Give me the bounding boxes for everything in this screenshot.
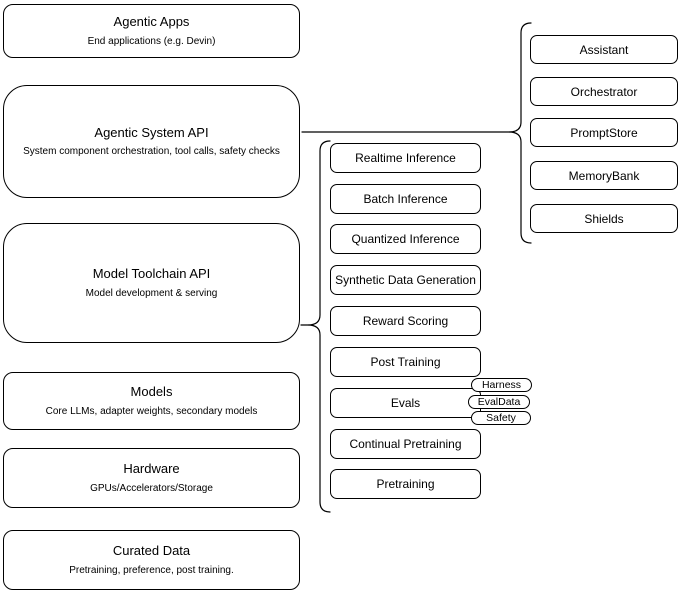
shields-label: Shields <box>584 211 624 226</box>
box-curated-data: Curated Data Pretraining, preference, po… <box>3 530 300 590</box>
pretraining-label: Pretraining <box>376 477 435 491</box>
box-shields: Shields <box>530 204 678 233</box>
box-memorybank: MemoryBank <box>530 161 678 190</box>
models-title: Models <box>130 384 173 400</box>
hardware-subtitle: GPUs/Accelerators/Storage <box>90 482 213 494</box>
pill-evaldata: EvalData <box>468 395 530 409</box>
box-reward-scoring: Reward Scoring <box>330 306 481 336</box>
box-assistant: Assistant <box>530 35 678 64</box>
batch-inference-label: Batch Inference <box>363 192 448 206</box>
box-realtime-inference: Realtime Inference <box>330 143 481 173</box>
box-promptstore: PromptStore <box>530 118 678 147</box>
agentic-system-api-subtitle: System component orchestration, tool cal… <box>23 146 280 158</box>
box-hardware: Hardware GPUs/Accelerators/Storage <box>3 448 300 508</box>
memorybank-label: MemoryBank <box>568 168 640 183</box>
harness-label: Harness <box>481 379 522 391</box>
box-synthetic-data-generation: Synthetic Data Generation <box>330 265 481 295</box>
box-orchestrator: Orchestrator <box>530 77 678 106</box>
box-pretraining: Pretraining <box>330 469 481 499</box>
box-model-toolchain-api: Model Toolchain API Model development & … <box>3 223 300 343</box>
post-training-label: Post Training <box>370 355 441 369</box>
synthetic-data-generation-label: Synthetic Data Generation <box>335 273 476 287</box>
agentic-apps-title: Agentic Apps <box>113 14 190 30</box>
promptstore-label: PromptStore <box>570 125 638 140</box>
models-subtitle: Core LLMs, adapter weights, secondary mo… <box>45 405 258 417</box>
toolchain-brace <box>307 140 331 513</box>
box-post-training: Post Training <box>330 347 481 377</box>
box-quantized-inference: Quantized Inference <box>330 224 481 254</box>
model-toolchain-api-title: Model Toolchain API <box>92 266 211 282</box>
box-agentic-apps: Agentic Apps End applications (e.g. Devi… <box>3 4 300 58</box>
pill-harness: Harness <box>471 378 532 392</box>
box-models: Models Core LLMs, adapter weights, secon… <box>3 372 300 430</box>
continual-pretraining-label: Continual Pretraining <box>349 437 462 451</box>
box-batch-inference: Batch Inference <box>330 184 481 214</box>
assistant-label: Assistant <box>579 42 629 57</box>
agentic-apps-subtitle: End applications (e.g. Devin) <box>87 35 216 47</box>
evals-label: Evals <box>390 396 421 410</box>
evaldata-label: EvalData <box>477 396 521 408</box>
orchestrator-label: Orchestrator <box>570 84 638 99</box>
model-toolchain-api-subtitle: Model development & serving <box>85 287 218 299</box>
pill-safety: Safety <box>471 411 531 425</box>
curated-data-title: Curated Data <box>112 543 191 559</box>
box-continual-pretraining: Continual Pretraining <box>330 429 481 459</box>
box-evals: Evals <box>330 388 481 418</box>
agentic-system-api-title: Agentic System API <box>94 124 209 140</box>
reward-scoring-label: Reward Scoring <box>362 314 449 328</box>
box-agentic-system-api: Agentic System API System component orch… <box>3 85 300 198</box>
safety-label: Safety <box>486 412 516 424</box>
system-components-brace <box>508 22 532 244</box>
curated-data-subtitle: Pretraining, preference, post training. <box>69 564 234 576</box>
realtime-inference-label: Realtime Inference <box>355 151 456 165</box>
quantized-inference-label: Quantized Inference <box>351 232 460 246</box>
hardware-title: Hardware <box>123 461 180 477</box>
